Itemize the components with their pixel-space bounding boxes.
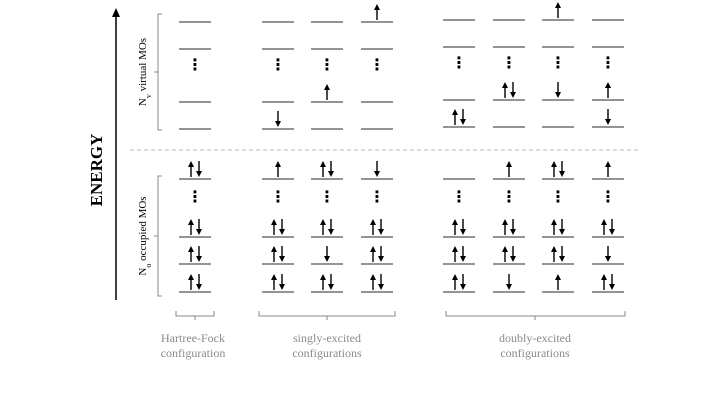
col-s3-virtual-level-3-up-arrow (374, 4, 380, 20)
col-d1-virtual-ellipsis: ⋮ (451, 53, 467, 72)
configuration-columns: ⋮ ⋮ ⋮ ⋮ ⋮ ⋮ ⋮ ⋮ ⋮ ⋮ ⋮ ⋮ ⋮ ⋮ ⋮ ⋮ (179, 2, 624, 293)
occupied-mo-label: No occupied MOs (137, 196, 153, 275)
col-d1-occupied-level-1-down-arrow (460, 246, 466, 262)
col-d1-virtual-level-0-down-arrow (460, 109, 466, 125)
col-d2-virtual-level-1-up-arrow (502, 82, 508, 98)
col-hf-occupied-level-2-down-arrow (196, 219, 202, 235)
col-d2-occupied-level-2-up-arrow (502, 219, 508, 235)
col-hf-occupied-level-3-down-arrow (196, 161, 202, 177)
col-hf-occupied-level-0-down-arrow (196, 274, 202, 290)
col-d4-occupied-ellipsis: ⋮ (600, 187, 616, 206)
col-d2-occupied-level-1-up-arrow (502, 246, 508, 262)
col-d3-occupied-level-3-up-arrow (551, 161, 557, 177)
col-d3-virtual-level-1-down-arrow (555, 82, 561, 98)
col-s1-occupied-level-2-down-arrow (279, 219, 285, 235)
virtual-mo-label: Nv virtual MOs (137, 38, 153, 106)
col-s1-occupied-level-2-up-arrow (271, 219, 277, 235)
col-s3-occupied-level-2-down-arrow (378, 219, 384, 235)
col-s1-occupied-level-3-up-arrow (275, 161, 281, 177)
col-d4-virtual-level-1-up-arrow (605, 82, 611, 98)
col-d3-occupied-level-1-up-arrow (551, 246, 557, 262)
col-hf-occupied-ellipsis: ⋮ (187, 187, 203, 206)
col-hf-occupied-level-0-up-arrow (188, 274, 194, 290)
col-s2-occupied-level-3-up-arrow (320, 161, 326, 177)
col-s2-occupied-level-2-up-arrow (320, 219, 326, 235)
col-d2-occupied-level-2-down-arrow (510, 219, 516, 235)
col-s3-occupied-level-0-down-arrow (378, 274, 384, 290)
col-s3-virtual-ellipsis: ⋮ (369, 55, 385, 74)
col-s2-virtual-ellipsis: ⋮ (319, 55, 335, 74)
col-s2-occupied-level-3-down-arrow (328, 161, 334, 177)
col-s3-occupied-level-3-down-arrow (374, 161, 380, 177)
col-d3-occupied-level-2-up-arrow (551, 219, 557, 235)
col-d3-occupied-level-0-up-arrow (555, 274, 561, 290)
col-hf-occupied-level-1-down-arrow (196, 246, 202, 262)
col-d1-virtual-level-0-up-arrow (452, 109, 458, 125)
col-s3-occupied-ellipsis: ⋮ (369, 187, 385, 206)
col-hf-occupied-level-2-up-arrow (188, 219, 194, 235)
col-s2-virtual-level-1-up-arrow (324, 84, 330, 100)
col-d2-occupied-level-0-down-arrow (506, 274, 512, 290)
col-d4-occupied-level-3-up-arrow (605, 161, 611, 177)
col-d4-occupied-level-0-down-arrow (609, 274, 615, 290)
col-s1-virtual-ellipsis: ⋮ (270, 55, 286, 74)
col-d4-occupied-level-0-up-arrow (601, 274, 607, 290)
col-d4-occupied-level-2-down-arrow (609, 219, 615, 235)
col-s2-occupied-ellipsis: ⋮ (319, 187, 335, 206)
col-s1-occupied-level-1-down-arrow (279, 246, 285, 262)
col-d3-virtual-level-3-up-arrow (555, 2, 561, 18)
col-d3-occupied-ellipsis: ⋮ (550, 187, 566, 206)
col-d4-virtual-level-0-down-arrow (605, 109, 611, 125)
col-d4-virtual-ellipsis: ⋮ (600, 53, 616, 72)
col-s1-occupied-ellipsis: ⋮ (270, 187, 286, 206)
col-s2-occupied-level-2-down-arrow (328, 219, 334, 235)
col-d1-occupied-level-2-down-arrow (460, 219, 466, 235)
col-s1-virtual-level-0-down-arrow (275, 111, 281, 127)
col-s2-occupied-level-0-down-arrow (328, 274, 334, 290)
col-d1-occupied-level-0-down-arrow (460, 274, 466, 290)
col-d1-occupied-ellipsis: ⋮ (451, 187, 467, 206)
col-s3-occupied-level-1-up-arrow (370, 246, 376, 262)
col-d3-occupied-level-3-down-arrow (559, 161, 565, 177)
col-s3-occupied-level-0-up-arrow (370, 274, 376, 290)
col-d1-occupied-level-1-up-arrow (452, 246, 458, 262)
occupied-bracket (157, 175, 162, 297)
col-d2-occupied-level-3-up-arrow (506, 161, 512, 177)
col-s3-occupied-level-2-up-arrow (370, 219, 376, 235)
col-hf-occupied-level-3-up-arrow (188, 161, 194, 177)
col-s1-occupied-level-1-up-arrow (271, 246, 277, 262)
col-d2-occupied-level-1-down-arrow (510, 246, 516, 262)
col-s2-occupied-level-1-down-arrow (324, 246, 330, 262)
hf-group-bracket (175, 311, 215, 320)
col-d4-occupied-level-2-up-arrow (601, 219, 607, 235)
col-d3-occupied-level-1-down-arrow (559, 246, 565, 262)
col-hf-virtual-ellipsis: ⋮ (187, 55, 203, 74)
energy-label: ENERGY (87, 134, 106, 207)
col-s1-occupied-level-0-up-arrow (271, 274, 277, 290)
col-d3-occupied-level-2-down-arrow (559, 219, 565, 235)
col-d3-virtual-ellipsis: ⋮ (550, 53, 566, 72)
energy-axis-arrowhead (112, 8, 120, 17)
col-d1-occupied-level-2-up-arrow (452, 219, 458, 235)
col-d2-virtual-level-1-down-arrow (510, 82, 516, 98)
doubly-group-bracket (445, 311, 626, 320)
col-d1-occupied-level-0-up-arrow (452, 274, 458, 290)
singly-group-bracket (258, 311, 396, 320)
col-s2-occupied-level-0-up-arrow (320, 274, 326, 290)
col-d2-occupied-ellipsis: ⋮ (501, 187, 517, 206)
virtual-bracket (157, 13, 162, 131)
col-d4-occupied-level-1-down-arrow (605, 246, 611, 262)
col-s3-occupied-level-1-down-arrow (378, 246, 384, 262)
col-d2-virtual-ellipsis: ⋮ (501, 53, 517, 72)
col-hf-occupied-level-1-up-arrow (188, 246, 194, 262)
col-s1-occupied-level-0-down-arrow (279, 274, 285, 290)
